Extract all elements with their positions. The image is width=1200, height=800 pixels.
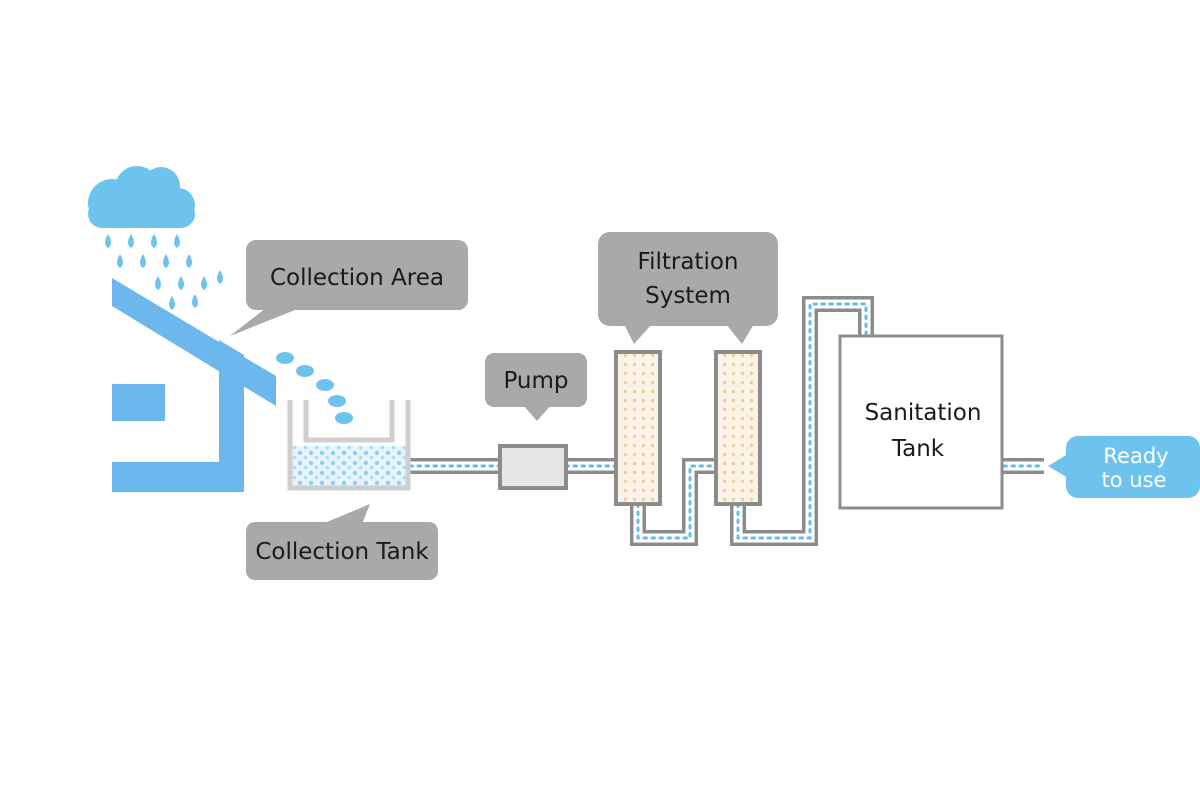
ready-label-line2: to use	[1102, 468, 1167, 492]
pipe-network	[408, 296, 1046, 546]
callout-pump: Pump	[485, 353, 587, 421]
ready-label-line1: Ready	[1103, 444, 1168, 468]
collection-tank-label: Collection Tank	[255, 539, 429, 565]
rain-cloud-icon	[88, 166, 195, 228]
sanitation-label-line2: Tank	[891, 436, 945, 462]
callout-ready-to-use: Ready to use	[1048, 436, 1200, 498]
sanitation-tank	[838, 334, 1004, 510]
callout-collection-tank: Collection Tank	[246, 504, 438, 580]
pump-unit	[498, 444, 568, 490]
rain-drops	[105, 234, 223, 310]
collection-area-label: Collection Area	[270, 265, 444, 291]
sanitation-label-line1: Sanitation	[865, 400, 982, 426]
water-drop-icon	[105, 234, 111, 248]
filtration-label-line1: Filtration	[638, 249, 739, 275]
filtration-label-line2: System	[645, 283, 731, 309]
house-icon	[112, 278, 276, 492]
runoff-drops	[276, 352, 353, 424]
filter-column-2	[714, 350, 762, 506]
collection-tank	[287, 400, 411, 491]
house-window	[112, 384, 165, 421]
pump-label: Pump	[503, 368, 568, 394]
callout-filtration-system: Filtration System	[598, 232, 778, 344]
filter-column-1	[614, 350, 662, 506]
callout-collection-area: Collection Area	[230, 240, 468, 336]
